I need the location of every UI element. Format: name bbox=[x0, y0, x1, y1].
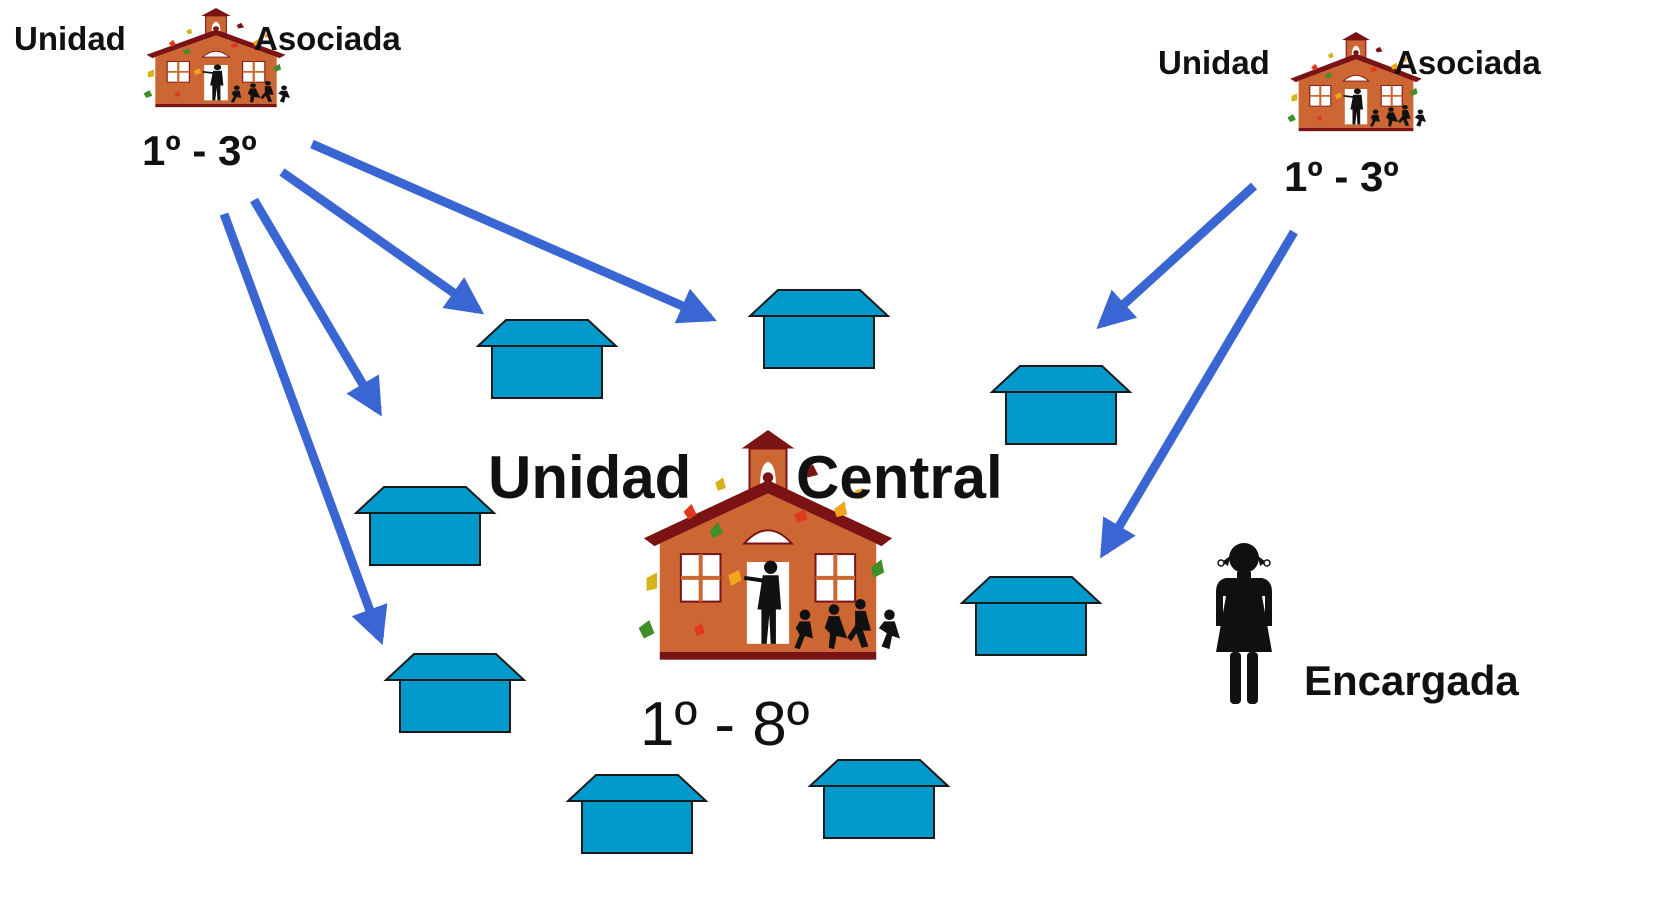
arrow-icon bbox=[219, 212, 388, 646]
arrow-icon bbox=[250, 197, 382, 417]
central-word1: Unidad bbox=[488, 444, 692, 511]
house-icon bbox=[809, 759, 949, 839]
arrow-icon bbox=[1100, 229, 1298, 559]
associated-right-grades: 1º - 3º bbox=[1284, 153, 1399, 200]
central-grades: 1º - 8º bbox=[640, 690, 810, 759]
associated-left-word1: Unidad bbox=[14, 20, 126, 57]
encargada-label: Encargada bbox=[1304, 657, 1519, 704]
arrows-group bbox=[219, 139, 1298, 646]
associated-left-word2: Asociada bbox=[254, 20, 401, 57]
house-icon bbox=[567, 774, 707, 854]
woman-icon bbox=[1216, 543, 1272, 704]
central-word2: Central bbox=[796, 444, 1003, 511]
associated-right-word2: Asociada bbox=[1394, 44, 1541, 81]
house-icon bbox=[961, 576, 1101, 656]
house-icon bbox=[749, 289, 889, 369]
associated-right-word1: Unidad bbox=[1158, 44, 1270, 81]
arrow-icon bbox=[310, 139, 717, 324]
associated-left-grades: 1º - 3º bbox=[142, 127, 257, 174]
house-icon bbox=[477, 319, 617, 399]
house-icon bbox=[991, 365, 1131, 445]
arrow-icon bbox=[279, 168, 485, 315]
arrow-icon bbox=[1096, 182, 1258, 330]
house-icon bbox=[385, 653, 525, 733]
house-icon bbox=[355, 486, 495, 566]
